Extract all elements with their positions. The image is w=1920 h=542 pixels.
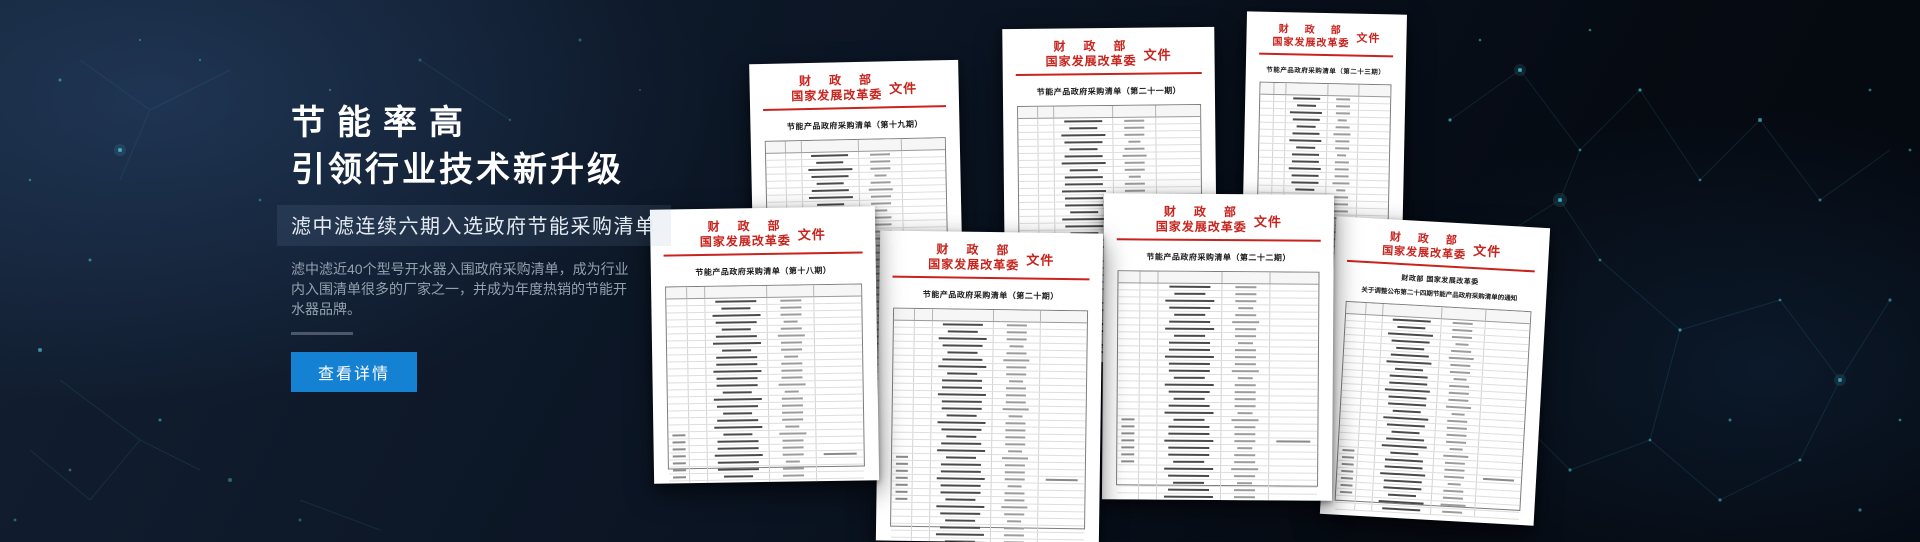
table-row xyxy=(1116,493,1317,501)
document-red-header: 财 政 部国家发展改革委文件 xyxy=(759,71,949,105)
document-table xyxy=(665,283,865,484)
document-table xyxy=(1334,300,1532,520)
commission-name: 国家发展改革委 xyxy=(699,233,791,250)
document-title: 节能产品政府采购清单（第二十二期） xyxy=(1146,252,1291,263)
gov-document-issue-18: 财 政 部国家发展改革委文件节能产品政府采购清单（第十八期） xyxy=(649,206,880,484)
document-red-header: 财 政 部国家发展改革委文件 xyxy=(890,242,1093,275)
document-type-label: 文件 xyxy=(1143,47,1172,64)
gov-document-notice-24: 财 政 部国家发展改革委文件财政部 国家发展改革委关于调整公布第二十四期节能产品… xyxy=(1319,216,1551,526)
red-divider xyxy=(1259,52,1394,58)
document-red-header: 财 政 部国家发展改革委文件 xyxy=(660,217,865,250)
document-type-label: 文件 xyxy=(1253,214,1282,230)
commission-name: 国家发展改革委 xyxy=(928,257,1020,273)
document-red-header: 财 政 部国家发展改革委文件 xyxy=(1012,38,1204,70)
description-text: 滤中滤近40个型号开水器入围政府采购清单，成为行业内入围清单很多的厂家之一，并成… xyxy=(291,261,629,317)
gov-document-issue-22: 财 政 部国家发展改革委文件节能产品政府采购清单（第二十二期） xyxy=(1101,193,1335,501)
document-table xyxy=(890,307,1089,542)
red-divider xyxy=(663,251,863,257)
ministry-name: 财 政 部 xyxy=(707,218,783,234)
commission-name: 国家发展改革委 xyxy=(791,87,883,104)
document-type-label: 文件 xyxy=(797,227,826,243)
document-title: 节能产品政府采购清单（第二十一期） xyxy=(1036,86,1182,97)
gov-document-issue-20: 财 政 部国家发展改革委文件节能产品政府采购清单（第二十期） xyxy=(875,230,1104,542)
title-line-2: 引领行业技术新升级 xyxy=(291,151,624,189)
divider-line xyxy=(291,332,353,335)
hero-content: 节能率高 引领行业技术新升级 滤中滤连续六期入选政府节能采购清单 滤中滤近40个… xyxy=(277,100,671,392)
red-divider xyxy=(1116,238,1321,242)
ministry-name: 财 政 部 xyxy=(936,242,1012,258)
red-divider xyxy=(892,275,1090,281)
document-title: 节能产品政府采购清单（第十九期） xyxy=(786,119,924,132)
document-title: 节能产品政府采购清单（第十八期） xyxy=(695,265,832,278)
commission-name: 国家发展改革委 xyxy=(1045,53,1137,69)
document-red-header: 财 政 部国家发展改革委文件 xyxy=(1114,204,1324,235)
document-type-label: 文件 xyxy=(1356,31,1381,46)
document-red-header: 财 政 部国家发展改革委文件 xyxy=(1256,23,1397,52)
commission-name: 国家发展改革委 xyxy=(1155,219,1247,235)
red-divider xyxy=(1015,72,1202,76)
page-title: 节能率高 引领行业技术新升级 xyxy=(291,100,671,194)
title-line-1: 节能率高 xyxy=(291,104,475,142)
document-type-label: 文件 xyxy=(1472,243,1502,260)
document-title: 节能产品政府采购清单（第二十三期） xyxy=(1266,66,1386,77)
commission-name: 国家发展改革委 xyxy=(1272,36,1350,50)
document-table xyxy=(1116,270,1320,501)
ministry-name: 财 政 部 xyxy=(1053,38,1129,54)
view-details-button[interactable]: 查看详情 xyxy=(291,352,418,392)
document-title: 节能产品政府采购清单（第二十期） xyxy=(922,290,1059,301)
document-type-label: 文件 xyxy=(889,81,918,97)
ministry-name: 财 政 部 xyxy=(1163,204,1239,220)
document-type-label: 文件 xyxy=(1026,253,1055,269)
red-divider xyxy=(763,105,947,111)
subtitle-strip: 滤中滤连续六期入选政府节能采购清单 xyxy=(277,205,671,246)
